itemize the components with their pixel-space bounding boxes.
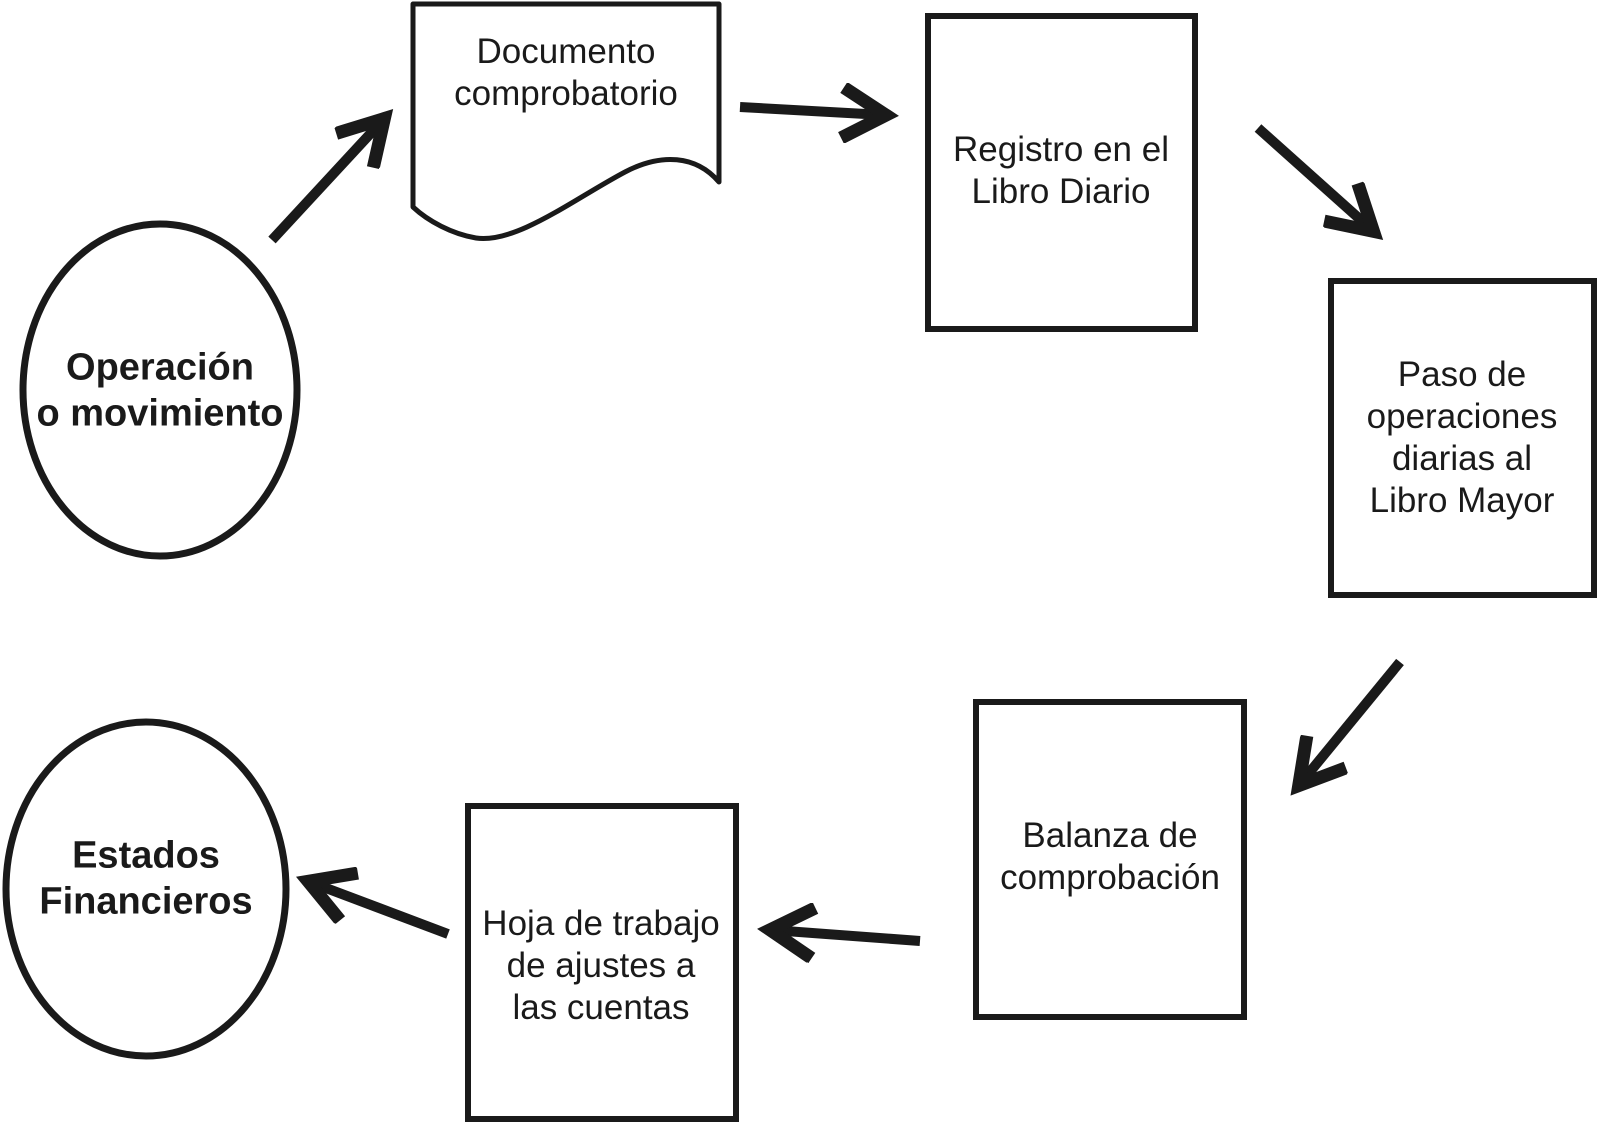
arrow-paso-to-balanza	[1300, 658, 1404, 784]
hoja-node-label: Hoja de trabajo de ajustes a las cuentas	[482, 904, 720, 1027]
operacion-node-label: Operación o movimiento	[36, 346, 284, 435]
paso-node-label: Paso de operaciones diarias al Libro May…	[1366, 355, 1558, 520]
hoja-rect	[465, 803, 739, 1122]
arrow-balanza-to-hoja	[772, 930, 921, 941]
balanza-rect	[973, 699, 1247, 1020]
registro-rect	[925, 13, 1198, 332]
balanza-node-label: Balanza de comprobación	[1000, 816, 1220, 897]
estados-ellipse	[2, 718, 290, 1060]
registro-node-label: Registro en el Libro Diario	[953, 130, 1169, 211]
documento-document-shape	[410, 1, 722, 242]
arrow-registro-to-paso	[1254, 124, 1372, 230]
arrow-operacion-to-documento	[268, 120, 383, 244]
operacion-ellipse	[19, 220, 301, 560]
estados-node-label: Estados Financieros	[39, 834, 253, 923]
paso-rect	[1328, 278, 1597, 598]
documento-node-label: Documento comprobatorio	[454, 32, 678, 113]
arrow-hoja-to-estados	[310, 882, 450, 939]
arrow-documento-to-registro	[739, 107, 884, 115]
